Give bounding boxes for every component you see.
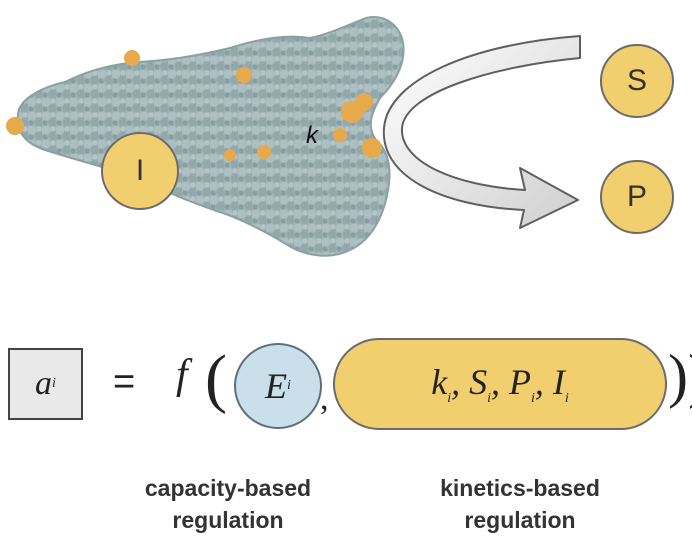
kinetics-term: Ii <box>544 361 569 407</box>
close-paren: )) <box>668 343 692 409</box>
product-label: P <box>626 180 647 213</box>
kinetics-symbol-i: I <box>552 361 565 402</box>
capacity-caption: capacity-based regulation <box>108 472 348 536</box>
kinetics-subscript: i <box>530 391 535 407</box>
ligand-dot <box>6 117 24 135</box>
ligand-dot <box>236 67 252 83</box>
capacity-symbol: E <box>265 366 288 406</box>
kinetics-caption-line2: regulation <box>464 507 576 533</box>
kinetics-caption-line1: kinetics-based <box>440 475 600 501</box>
kinetics-subscript: i <box>564 391 569 407</box>
ligand-dot <box>355 93 373 111</box>
substrate-circle: S <box>600 44 674 118</box>
kinetics-pill: ki, Si, Pi, Ii <box>333 338 667 430</box>
function-symbol: f <box>176 352 188 398</box>
kinetics-symbol-s: S <box>469 361 488 402</box>
ligand-dot <box>224 149 236 161</box>
kinetics-sep: , <box>534 361 544 402</box>
ligand-dot <box>362 138 382 158</box>
enzyme-site-label: k <box>306 122 318 149</box>
open-paren: ( <box>205 342 227 415</box>
kinetics-subscript: i <box>487 391 491 407</box>
kinetics-sep: , <box>451 361 461 402</box>
conversion-arrow <box>382 35 581 229</box>
ligand-dot <box>333 128 347 142</box>
argument-comma: , <box>320 380 329 417</box>
product-circle: P <box>600 160 674 234</box>
kinetics-symbol-k: k <box>431 361 448 402</box>
ligand-dot <box>124 50 140 66</box>
capacity-caption-line1: capacity-based <box>144 475 312 501</box>
kinetics-term: Pi, <box>500 361 544 407</box>
kinetics-term: ki, <box>431 361 460 407</box>
kinetics-subscript: i <box>447 391 452 407</box>
capacity-subscript: i <box>287 378 291 393</box>
kinetics-sep: , <box>490 361 500 402</box>
kinetics-term: Si, <box>460 361 500 407</box>
inhibitor-circle: I <box>101 132 179 210</box>
capacity-caption-line2: regulation <box>172 507 284 533</box>
activity-subscript: i <box>52 376 56 391</box>
kinetics-caption: kinetics-based regulation <box>400 472 640 536</box>
inhibitor-label: I <box>135 154 145 187</box>
activity-symbol: a <box>35 365 53 402</box>
equals-sign: = <box>113 361 136 403</box>
ligand-dot <box>257 145 271 159</box>
substrate-label: S <box>626 64 647 97</box>
kinetics-symbol-p: P <box>508 361 531 402</box>
